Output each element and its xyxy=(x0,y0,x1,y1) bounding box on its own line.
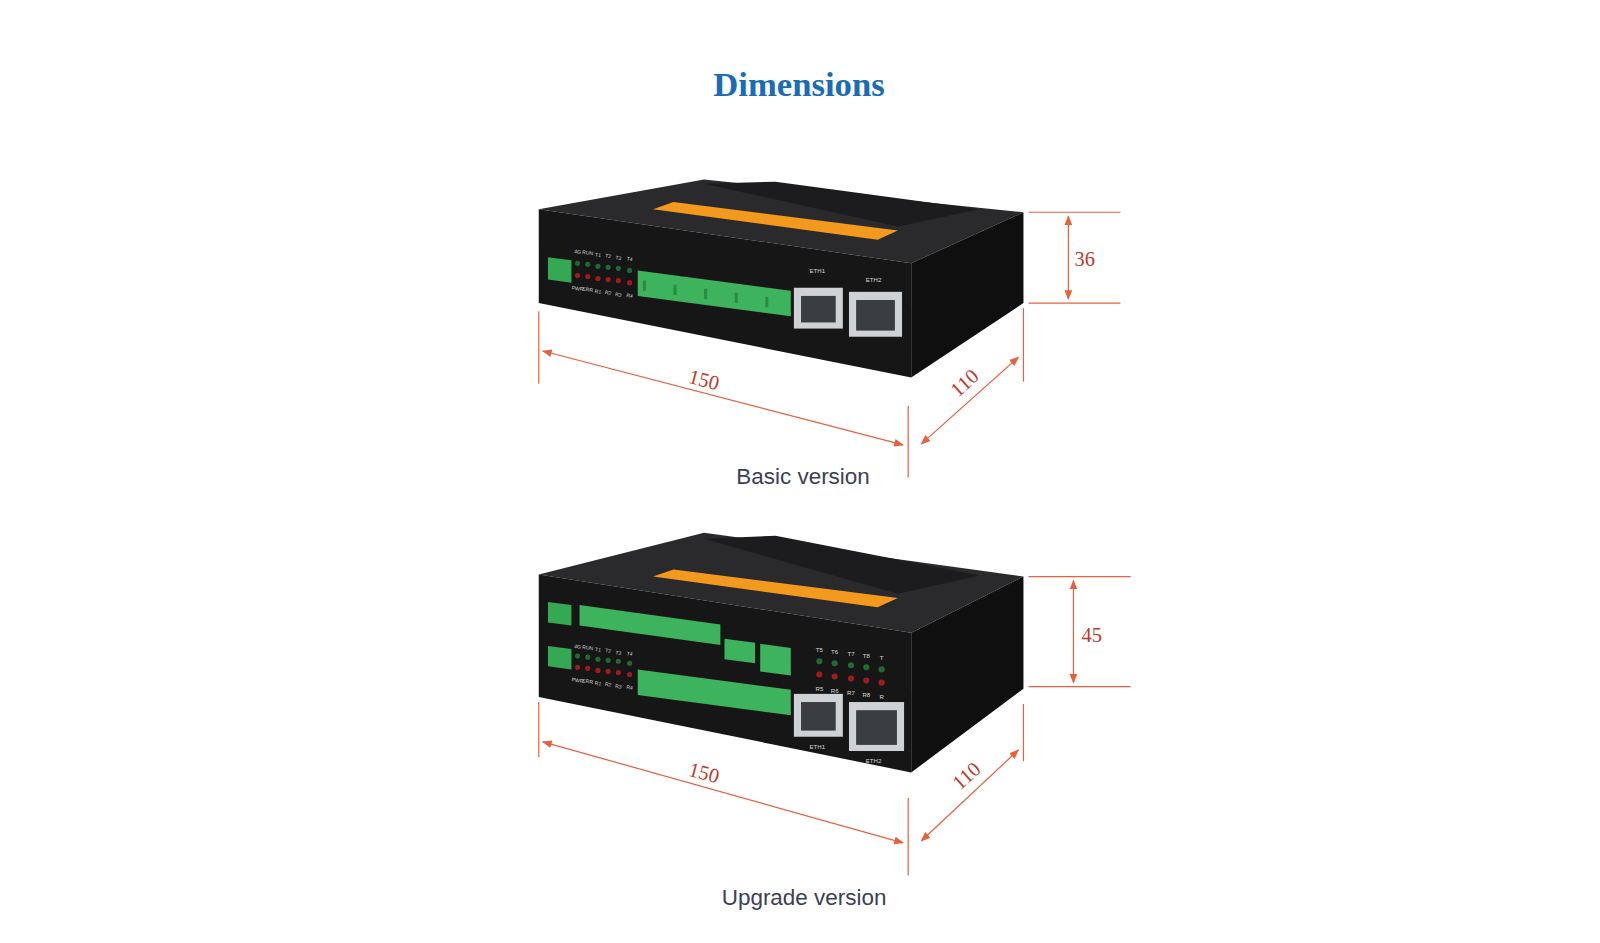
upgrade-device xyxy=(539,533,1024,773)
led-label: T5 xyxy=(816,647,823,653)
dimension-value: 150 xyxy=(687,759,722,787)
led-label: T xyxy=(880,655,884,661)
led-label: R4 xyxy=(626,685,633,691)
led-label: R1 xyxy=(594,680,601,686)
port-label: ETH2 xyxy=(866,758,882,764)
led-label: T8 xyxy=(863,653,870,659)
port-label: ETH1 xyxy=(810,268,826,274)
led-label: R3 xyxy=(615,683,622,689)
led-label: R1 xyxy=(594,289,601,295)
version-caption: Upgrade version xyxy=(722,887,887,909)
basic-device xyxy=(539,180,1024,378)
led-label: T6 xyxy=(831,649,838,655)
port-label: ETH2 xyxy=(866,277,882,283)
dimension-lines xyxy=(539,577,1131,876)
led-label: R2 xyxy=(605,682,612,688)
led-label: T2 xyxy=(605,253,612,259)
led-label: T3 xyxy=(615,650,622,656)
led-label: T1 xyxy=(595,252,602,258)
dimension-lines xyxy=(539,212,1121,477)
led-label: T4 xyxy=(626,256,633,262)
led-label: 4G xyxy=(574,249,581,255)
led-label: 4G xyxy=(574,644,581,650)
led-label: T7 xyxy=(847,651,854,657)
page-title: Dimensions xyxy=(713,67,885,102)
led-label: T4 xyxy=(626,651,633,657)
led-label: R2 xyxy=(605,290,612,296)
led-label: R3 xyxy=(615,292,622,298)
dimension-value: 45 xyxy=(1082,624,1102,644)
led-label: R xyxy=(879,694,883,700)
port-label: ETH1 xyxy=(810,744,826,750)
led-label: R6 xyxy=(831,688,839,694)
led-label: R4 xyxy=(626,293,633,299)
version-caption: Basic version xyxy=(736,465,870,487)
led-label: R7 xyxy=(847,690,855,696)
led-label: T1 xyxy=(595,647,602,653)
dimension-value: 36 xyxy=(1074,249,1094,269)
led-label: T3 xyxy=(615,255,622,261)
led-label: R8 xyxy=(862,692,870,698)
led-label: T2 xyxy=(605,648,612,654)
led-label: R5 xyxy=(815,686,823,692)
